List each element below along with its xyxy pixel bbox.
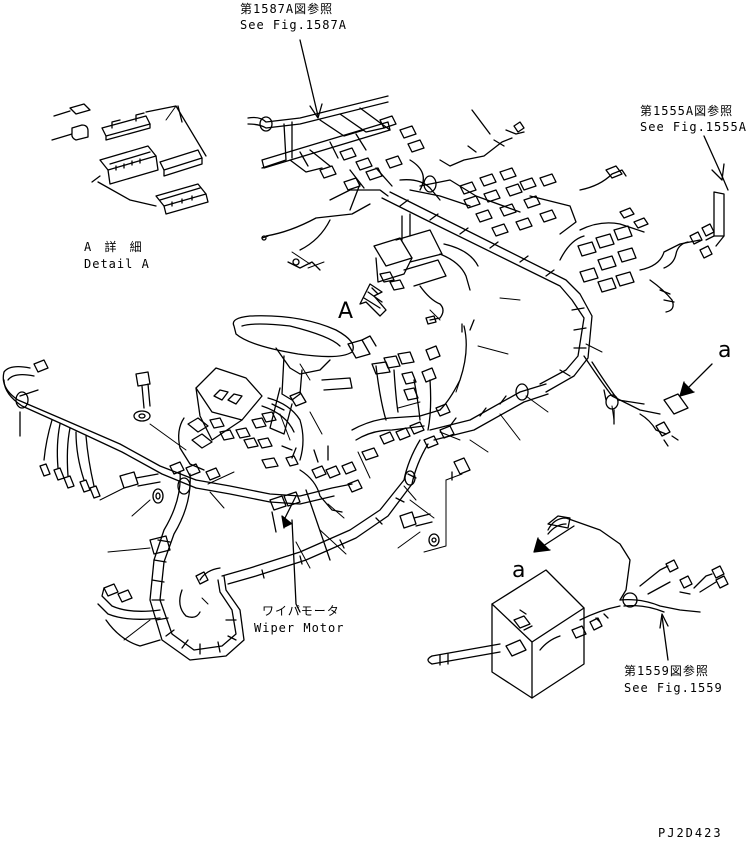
detail-a-en: Detail A <box>84 257 150 271</box>
lower-main-harness <box>221 383 549 585</box>
wiper-motor-jp: ワイパモータ <box>262 604 340 618</box>
switch-box <box>427 569 585 699</box>
ref-fig-1559-jp: 第1559図参照 <box>624 664 709 678</box>
main-trunk-harness <box>381 165 627 393</box>
wiper-area <box>195 445 363 561</box>
center-top-connectors <box>287 229 479 325</box>
ref-fig-1555a-en: See Fig.1555A <box>640 120 747 134</box>
left-loop-harness <box>97 471 245 661</box>
detail-a-jp: A 詳 細 <box>84 240 145 254</box>
ref-fig-1559-en: See Fig.1559 <box>624 681 723 695</box>
ref-fig-1587a-jp: 第1587A図参照 <box>240 2 334 16</box>
detail-a-arrow <box>359 283 387 317</box>
left-harness <box>2 359 221 499</box>
right-lower-connector <box>583 355 689 447</box>
reference-arrows <box>281 39 725 661</box>
leader-lines <box>99 105 615 641</box>
marker-a-right: a <box>718 338 732 363</box>
steering-wheel <box>232 315 354 435</box>
marker-A: A <box>338 299 354 324</box>
ref-fig-1587a-en: See Fig.1587A <box>240 18 347 32</box>
cab-top-harness <box>247 95 525 251</box>
center-connector-cluster <box>347 319 475 461</box>
dashboard-panel <box>178 367 307 471</box>
fasteners <box>119 371 440 547</box>
marker-a-lower: a <box>512 558 526 583</box>
right-harness-group <box>559 175 729 313</box>
ref-fig-1555a-jp: 第1555A図参照 <box>640 104 734 118</box>
detail-a-drawing <box>51 103 209 215</box>
drawing-number: PJ2D423 <box>658 826 723 840</box>
lower-right-harness <box>539 515 729 651</box>
wiper-motor-en: Wiper Motor <box>254 621 345 635</box>
